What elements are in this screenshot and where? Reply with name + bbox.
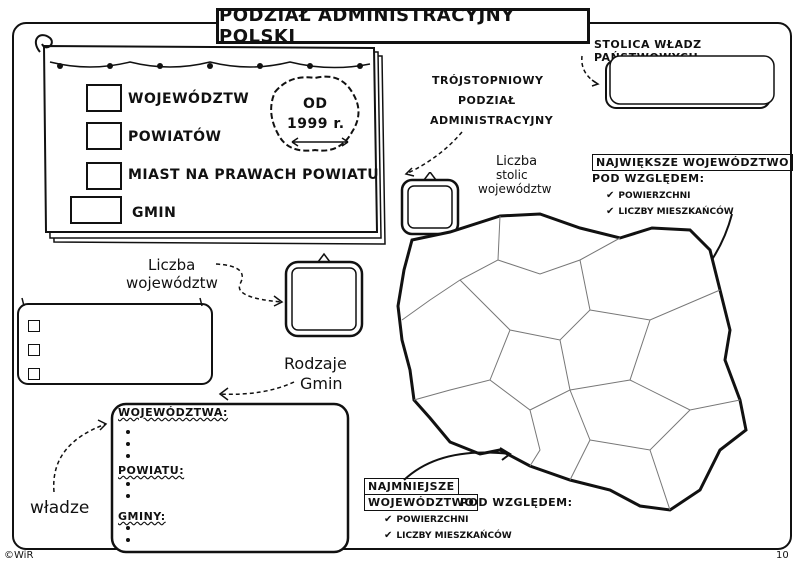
authorities-voivodeship: WOJEWÓDZTWA:: [118, 406, 228, 419]
label-commune-types-1: Rodzaje: [284, 354, 347, 373]
label-capitals-count-2: stolic: [496, 168, 528, 182]
check-icon: ✔: [606, 190, 615, 201]
label-miast: MIAST NA PRAWACH POWIATU: [128, 167, 380, 183]
label-capitals-count-3: województw: [478, 182, 552, 196]
label-commune-types-2: Gmin: [300, 374, 343, 393]
dashed-arrow-capital: [581, 55, 600, 87]
smallest-title-2: WOJEWÓDZTWO: [364, 494, 479, 511]
label-three-tier-1: TRÓJSTOPNIOWY: [432, 74, 544, 87]
check-icon: ✔: [384, 514, 393, 525]
smallest-item-population: ✔LICZBY MIESZKAŃCÓW: [384, 530, 512, 541]
footer-copyright: ©WiR: [4, 550, 34, 561]
check-icon: ✔: [384, 530, 393, 541]
commune-types-box[interactable]: [12, 294, 218, 390]
largest-item-area-text: POWIERZCHNI: [618, 191, 691, 201]
label-wojewodztw: WOJEWÓDZTW: [128, 91, 250, 107]
dashed-arrow-commune-types: [218, 381, 295, 401]
badge-line1: OD: [303, 96, 328, 112]
largest-subtitle: POD WZGLĘDEM:: [592, 172, 705, 185]
capitals-count-box[interactable]: [396, 172, 464, 238]
notebook-sketch: [34, 34, 386, 245]
double-arrow-icon: [291, 137, 349, 147]
label-voivodeship-count-2: województw: [126, 274, 218, 292]
label-powiatow: POWIATÓW: [128, 129, 222, 145]
capital-answer-box[interactable]: [600, 54, 780, 114]
smallest-item-area-text: POWIERZCHNI: [396, 515, 469, 525]
page-title: PODZIAŁ ADMINISTRACYJNY POLSKI: [216, 5, 590, 47]
checkbox-1[interactable]: [28, 320, 40, 332]
largest-item-area: ✔POWIERZCHNI: [606, 190, 691, 201]
largest-item-population: ✔LICZBY MIESZKAŃCÓW: [606, 206, 734, 217]
smallest-title-1: NAJMNIEJSZE: [364, 478, 459, 494]
checkbox-3[interactable]: [28, 368, 40, 380]
label-authorities: władze: [30, 498, 90, 518]
page-title-text: PODZIAŁ ADMINISTRACYJNY POLSKI: [219, 5, 515, 47]
dashed-arrow-three-tier: [404, 131, 463, 177]
box-wojewodztw[interactable]: [86, 84, 122, 112]
smallest-item-area: ✔POWIERZCHNI: [384, 514, 469, 525]
authorities-commune: GMINY:: [118, 510, 166, 523]
label-capitals-count-1: Liczba: [496, 154, 538, 169]
box-miast[interactable]: [86, 162, 122, 190]
box-powiatow[interactable]: [86, 122, 122, 150]
dashed-arrow-authorities: [53, 419, 108, 493]
badge-line2: 1999 r.: [287, 116, 345, 132]
label-three-tier-3: ADMINISTRACYJNY: [430, 114, 554, 127]
authorities-box[interactable]: [108, 400, 352, 556]
dashed-arrow-voivodeship-count: [215, 263, 284, 307]
smallest-item-population-text: LICZBY MIESZKAŃCÓW: [396, 531, 512, 541]
largest-title: NAJWIĘKSZE WOJEWÓDZTWO: [592, 154, 793, 171]
largest-item-population-text: LICZBY MIESZKAŃCÓW: [618, 207, 734, 217]
arrow-smallest: [403, 447, 512, 481]
voivodeship-count-box[interactable]: [278, 252, 370, 344]
check-icon: ✔: [606, 206, 615, 217]
page-number: 10: [776, 550, 789, 561]
authorities-county: POWIATU:: [118, 464, 185, 477]
box-gmin[interactable]: [70, 196, 122, 224]
poland-map: [396, 212, 748, 512]
label-three-tier-2: PODZIAŁ: [458, 94, 516, 107]
label-voivodeship-count-1: Liczba: [148, 256, 196, 274]
label-gmin: GMIN: [132, 205, 177, 221]
smallest-subtitle: POD WZGLĘDEM:: [460, 496, 573, 509]
checkbox-2[interactable]: [28, 344, 40, 356]
